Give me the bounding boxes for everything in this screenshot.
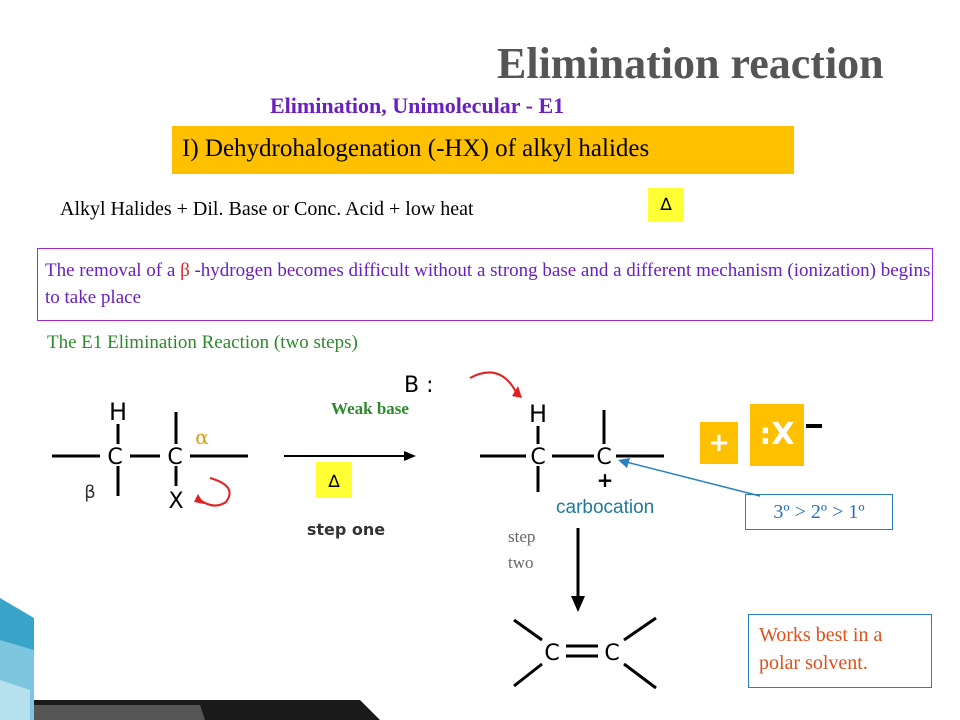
step-two-line-1: step [508,527,536,546]
product-c2: C [604,641,619,666]
heat-delta-box: ∆ [648,188,684,222]
note-text-1: The removal of a [45,260,181,281]
weak-base-label: Weak base [331,399,409,418]
intermediate-c2: C [596,445,611,470]
step-one-delta-box [316,462,352,498]
leaving-arrow [199,477,231,507]
reagents-text: Alkyl Halides + Dil. Base or Conc. Acid … [60,198,474,220]
step-two-arrowhead [571,596,585,612]
intermediate-bonds [480,410,664,492]
step-one-delta: ∆ [327,472,340,492]
page-title: Elimination reaction [497,39,884,88]
intermediate-c1: C [530,445,545,470]
reactant-c2: C [167,445,182,470]
step-one-arrowhead [404,451,416,461]
base-attack-arrowhead [512,386,522,398]
explanation-note: The removal of a β -hydrogen becomes dif… [37,248,933,321]
reactant-x: X [168,489,183,514]
base-label: B : [404,373,434,398]
beta-label: β [84,482,96,503]
product-bonds [513,616,657,690]
step-two-label: step two [508,524,535,576]
solvent-line-1: Works best in a [759,624,883,646]
e1-reaction-label: The E1 Elimination Reaction (two steps) [47,332,358,353]
solvent-note-box: Works best in a polar solvent. [748,614,932,688]
note-beta: β [180,260,190,281]
note-text-2: -hydrogen becomes difficult without a st… [45,260,931,308]
base-attack-arrow [469,371,517,393]
reactant-h: H [109,398,127,426]
product-c1: C [544,641,559,666]
stability-pointer [625,461,761,497]
reactant-c1: C [107,445,122,470]
carbocation-charge: + [597,468,614,492]
carbocation-label: carbocation [556,497,655,518]
solvent-line-2: polar solvent. [759,652,868,674]
step-one-label: step one [307,520,385,539]
reactant-bonds [52,412,248,496]
step-two-line-2: two [508,553,534,572]
halide-box: :X [750,404,804,466]
alpha-label: α [195,425,209,449]
leaving-arrowhead [194,494,204,504]
plus-box: + [700,422,738,464]
stability-pointer-head [618,458,630,468]
section-banner: I) Dehydrohalogenation (-HX) of alkyl ha… [172,126,794,174]
page-subtitle: Elimination, Unimolecular - E1 [270,93,565,118]
intermediate-h: H [529,400,547,428]
stability-order-box: 3º > 2º > 1º [745,494,893,530]
